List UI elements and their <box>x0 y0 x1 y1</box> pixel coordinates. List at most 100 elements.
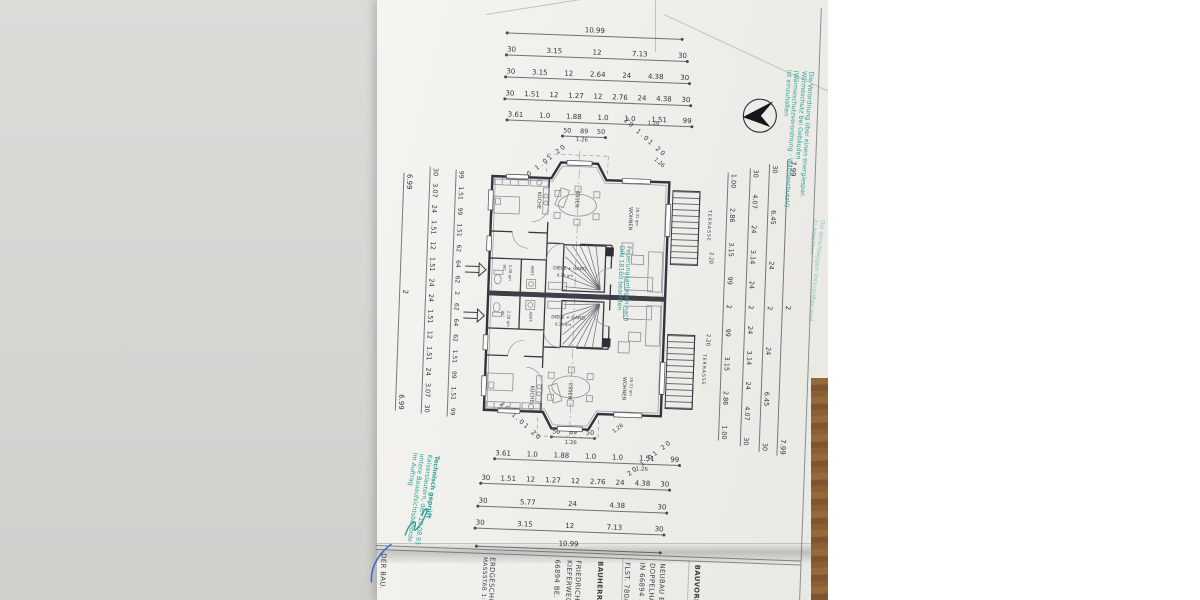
room-label-essen: ESSEN <box>573 191 580 208</box>
room-label-wohnen: WOHNEN <box>620 377 627 401</box>
dimension-value: 3.15 <box>546 46 563 56</box>
dimension-value: 6.99 <box>396 394 406 410</box>
dimension-value: 1.88 <box>565 112 582 122</box>
room-label-wc: WC <box>500 310 505 317</box>
dimension-value: 24 <box>424 367 433 376</box>
dimension-value: 24 <box>764 346 773 356</box>
dimension-value: 7.99 <box>778 439 788 455</box>
dimension-value: 1.27 <box>568 91 584 101</box>
title-client-line: FRIEDRICH <box>572 560 583 600</box>
dimension-value: 2 <box>746 305 755 310</box>
dimension-value: 30 <box>680 73 690 83</box>
dimension-value: 1.00 <box>729 173 738 189</box>
dimension-value: 4.07 <box>742 406 752 421</box>
dimension-value: 10.99 <box>584 26 606 35</box>
dimension-value: 30 <box>506 45 517 54</box>
dimension-value: 1.51 <box>638 454 655 464</box>
dimension-label: 1.26 <box>647 120 660 128</box>
dimension-value: 7.13 <box>606 523 623 532</box>
dimension-value: 4.38 <box>655 94 672 104</box>
feuerung-stamp: Feuerungsanlagen nach DIN 18160 beachten <box>614 246 632 322</box>
beachten-stamp: Die einschlägigen Vorschriften sind zu b… <box>798 218 826 322</box>
title-sheet-line: ERDGESCHOSS <box>486 557 497 600</box>
dimension-value: 2 <box>765 306 774 311</box>
dimension-value: 24 <box>426 293 436 303</box>
title-sign-label: DER BAU. <box>378 553 388 590</box>
dimension-value: 1.0 <box>538 111 551 121</box>
dimension-value: 1.27 <box>545 476 561 485</box>
dimension-value: 30 <box>506 67 516 76</box>
dimension-label: 1.26 <box>635 466 648 473</box>
room-area-diele: 8.26 qm <box>557 272 574 278</box>
dimension-value: 1.0 <box>597 113 609 123</box>
dimension-chain: 10.99 <box>475 535 662 554</box>
dimension-value: 12 <box>549 91 559 100</box>
wood-table-edge <box>811 378 828 600</box>
dimension-value: 2.86 <box>721 390 730 406</box>
title-client-line: 66894 BE. <box>552 559 562 599</box>
dimension-value: 2.64 <box>589 70 606 80</box>
dimension-value: 1.88 <box>553 451 570 460</box>
dimension-value: 24 <box>749 225 758 234</box>
room-label-diele: DIELE + GARD. <box>553 265 588 272</box>
dimension-value: 3.15 <box>726 242 736 257</box>
dimension-value: 2.86 <box>727 207 737 223</box>
room-label-diele: DIELE + GARD. <box>551 314 586 321</box>
dimension-value: 24 <box>745 325 755 335</box>
room-area-wc: 2.28 qm <box>506 311 512 328</box>
dimension-value: 6.45 <box>768 210 778 225</box>
title-project-line: DOPPELHAUSES <box>646 562 657 600</box>
dimension-value: 3.15 <box>517 520 533 529</box>
room-area-wohnen: 28.31 qm <box>635 207 641 226</box>
title-client-line: KIEFERWEG <box>563 559 574 600</box>
dimension-value: 7.13 <box>631 50 648 59</box>
dimension-value: 3.07 <box>423 382 432 398</box>
dimension-value: 99 <box>682 116 692 126</box>
dimension-value: 3.15 <box>531 68 548 77</box>
dimension-value: 30 <box>422 404 432 413</box>
dimension-value: 12 <box>525 475 536 484</box>
dimension-chain: 10.99 <box>506 22 683 40</box>
dimension-value: 2.76 <box>589 477 606 487</box>
room-label-abst: ABST. <box>530 265 535 276</box>
dimension-value: 24 <box>637 94 647 103</box>
dimension-value: 1.51 <box>429 219 438 235</box>
dimension-value: 30 <box>741 437 751 446</box>
dimension-value: 50 <box>596 127 606 137</box>
room-label-kueche: KÜCHE <box>535 192 543 209</box>
dimension-value: 1.51 <box>427 256 437 272</box>
dimension-value: 89 <box>579 127 589 136</box>
floor-plan-drawing: ESSEN KÜCHE WOHNEN 28.31 qm DIELE + GARD… <box>457 151 712 443</box>
dimension-value: 3.07 <box>430 183 440 198</box>
room-label-essen: ESSEN <box>566 383 573 400</box>
north-arrow-icon <box>742 98 777 133</box>
dimension-value: 3.14 <box>744 350 754 366</box>
title-project-line: NEUBAU EINES <box>656 563 667 600</box>
waermeschutz-stamp: Die Verordnung über einen energiespar. W… <box>775 70 814 209</box>
dimension-value: 1.0 <box>526 450 538 459</box>
floor-plan-photo: 10.99 30 3.15 12 7.13 30 30 3.15 12 2.64 24 4.38 3… <box>0 0 828 600</box>
dimension-value: 30 <box>760 442 769 452</box>
dimension-value: 5.77 <box>519 498 536 507</box>
dimension-value: 24 <box>567 499 578 509</box>
dimension-value: 12 <box>564 69 574 78</box>
title-client-label: BAUHERR: <box>594 561 605 600</box>
dimension-value: 99 <box>723 328 733 337</box>
dimension-value: 30 <box>505 89 515 98</box>
dimension-value: 30 <box>681 95 691 105</box>
title-block-divider <box>686 560 690 600</box>
dimension-value: 6.99 <box>404 173 414 190</box>
room-label-wc: WC <box>502 264 507 271</box>
dimension-value: 3.61 <box>495 449 512 458</box>
dimension-value: 12 <box>592 48 602 57</box>
dimension-value: 12 <box>593 92 603 101</box>
room-label-wohnen: WOHNEN <box>627 207 634 231</box>
